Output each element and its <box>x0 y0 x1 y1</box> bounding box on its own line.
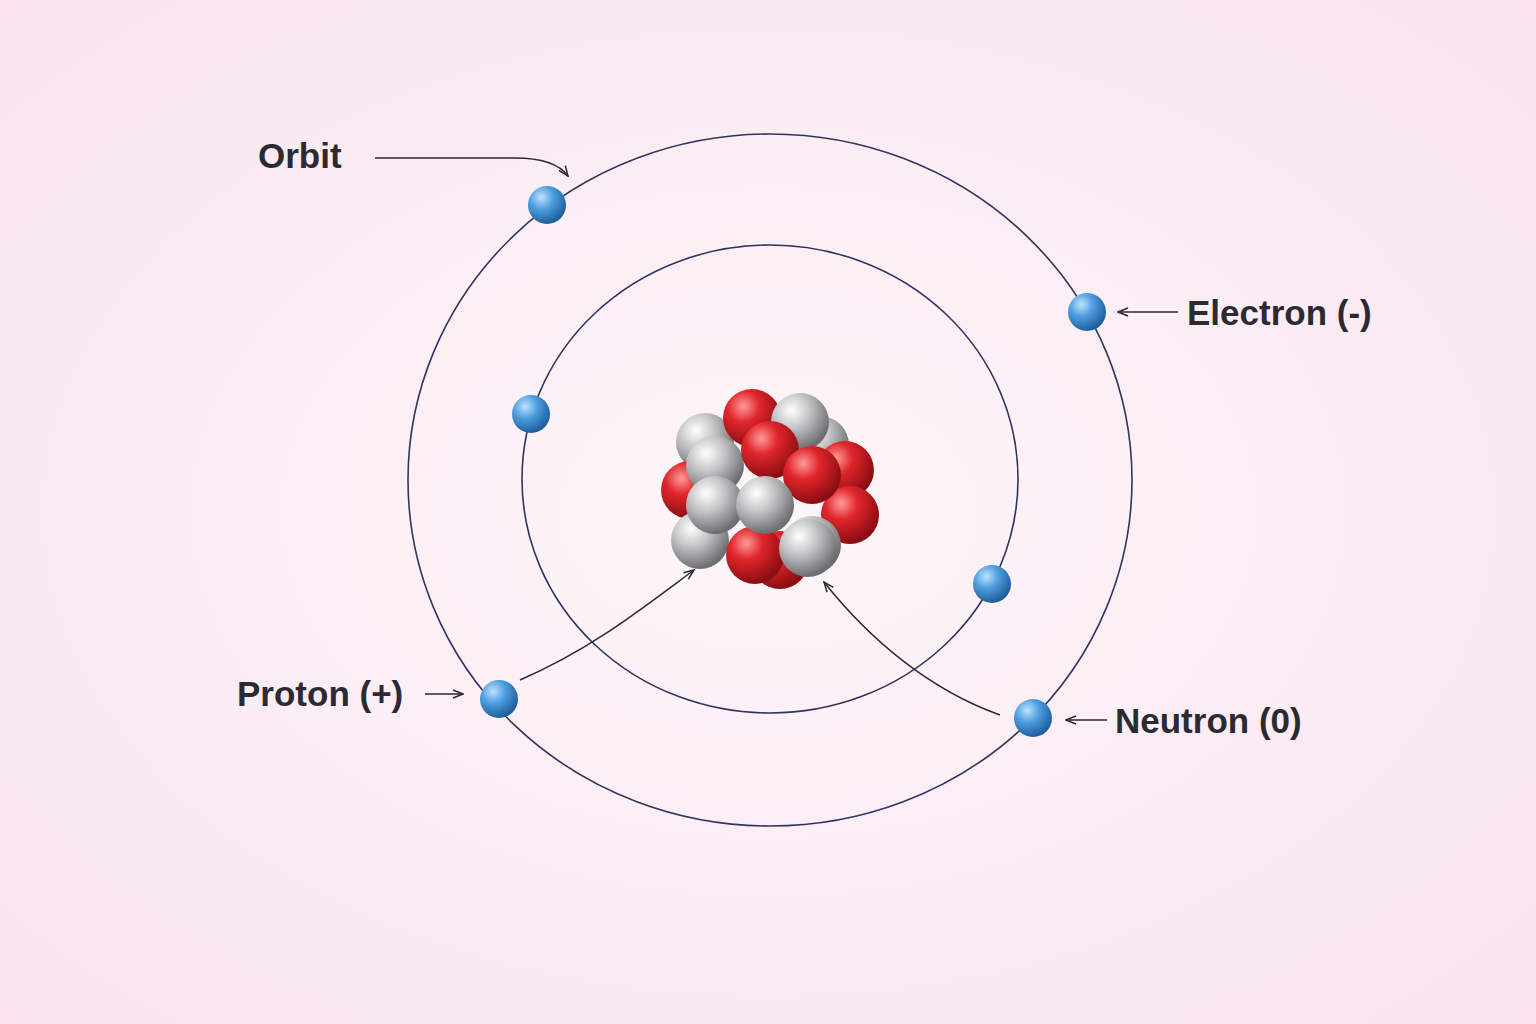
proton-sphere <box>726 526 784 584</box>
leader-line <box>1066 719 1107 721</box>
inner-orbit <box>522 245 1018 713</box>
electron <box>512 395 550 433</box>
leader-line <box>375 158 568 176</box>
electron <box>973 565 1011 603</box>
neutron-sphere <box>686 476 744 534</box>
electron <box>1068 293 1106 331</box>
outer-orbit <box>408 134 1132 826</box>
nucleus <box>661 389 879 589</box>
neutron-sphere <box>779 519 837 577</box>
leader-line <box>824 582 1000 715</box>
leader-lines <box>375 158 1178 720</box>
leader-line <box>1118 311 1178 313</box>
neutron-sphere <box>736 476 794 534</box>
orbit-label: Orbit <box>258 138 342 173</box>
electron <box>1014 699 1052 737</box>
leader-line <box>425 693 463 695</box>
proton-label: Proton (+) <box>237 676 403 711</box>
electron <box>480 680 518 718</box>
electron-label: Electron (-) <box>1187 295 1372 330</box>
neutron-label: Neutron (0) <box>1115 703 1302 738</box>
leader-line <box>520 570 694 680</box>
electrons <box>480 186 1106 737</box>
electron <box>528 186 566 224</box>
